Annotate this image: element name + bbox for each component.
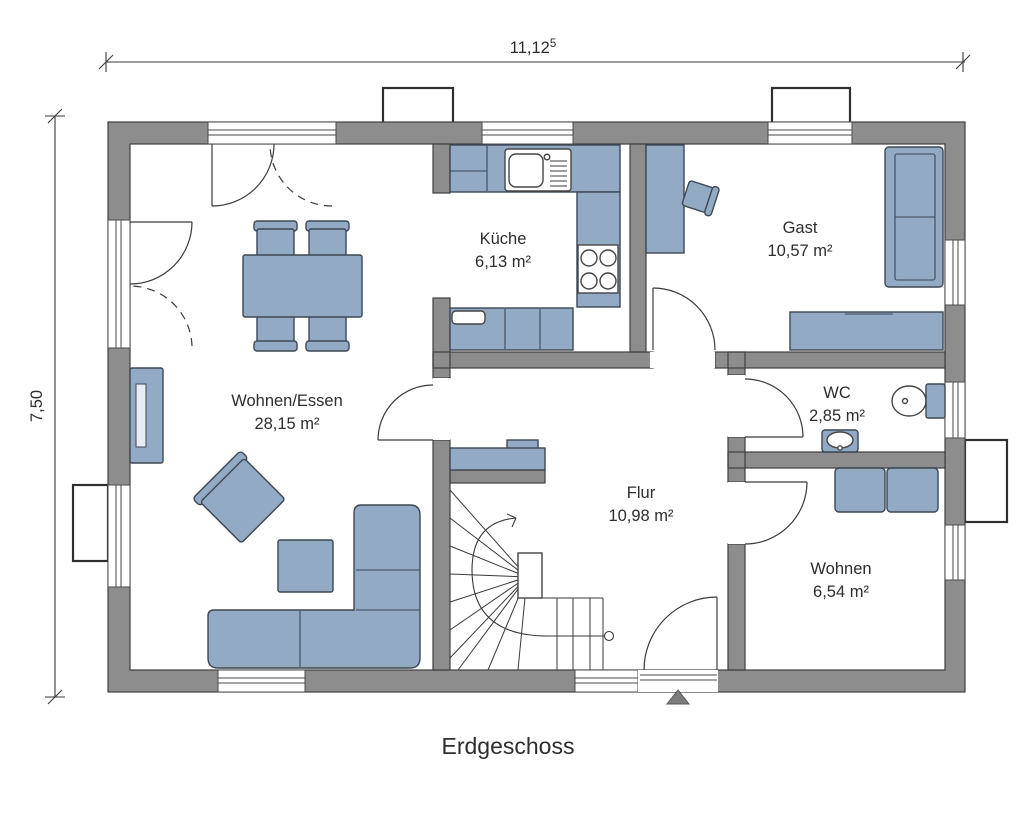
- guest-sideboard: [789, 311, 944, 351]
- coffee-table: [277, 539, 334, 593]
- hall-sideboard: [449, 439, 546, 471]
- room-area-wc: 2,85 m²: [809, 407, 865, 425]
- window-guest-right: [944, 239, 966, 306]
- chimney-bump-right: [963, 438, 1009, 524]
- room-name-kueche: Küche: [480, 230, 527, 248]
- dimension-width-label: 11,125: [510, 38, 556, 57]
- kitchen-sink: [504, 148, 572, 192]
- floor-title: Erdgeschoss: [442, 733, 575, 759]
- dining-table: [242, 254, 363, 318]
- desk: [645, 144, 685, 254]
- tv-board: [129, 367, 164, 464]
- window-hall-bottom: [574, 669, 639, 693]
- left-double-door-swing: [129, 221, 193, 347]
- toilet: [891, 383, 946, 419]
- guest-bed: [884, 146, 944, 288]
- room-name-gast: Gast: [783, 219, 818, 237]
- guest-room-furniture: [645, 144, 944, 351]
- terrace-double-door-swing: [211, 143, 333, 207]
- room-area-kueche: 6,13 m²: [475, 253, 531, 271]
- guest-room-door-swing: [652, 287, 716, 351]
- seat-cushions: [834, 467, 939, 513]
- wohnen-door-swing: [744, 481, 808, 545]
- windows: [107, 121, 966, 693]
- dimension-height-label: 7,50: [28, 390, 46, 422]
- dining-set: [242, 220, 363, 352]
- stove: [577, 244, 619, 294]
- wc-sink: [821, 429, 859, 453]
- armchair: [193, 451, 285, 543]
- stair-newel: [517, 552, 543, 599]
- window-living-bottom: [217, 669, 306, 693]
- room-name-wohnen: Wohnen: [810, 560, 871, 578]
- entry-door-swing: [643, 596, 718, 671]
- chimney-bump-left: [71, 483, 110, 563]
- entrance-marker: [665, 689, 691, 705]
- door-openings: [433, 352, 745, 692]
- doors: [129, 143, 808, 705]
- window-wohnen: [944, 524, 966, 581]
- room-area-flur: 10,98 m²: [608, 507, 674, 525]
- staircase: [449, 489, 615, 671]
- wc-fixtures: [821, 383, 946, 453]
- room-area-wohnen-essen: 28,15 m²: [254, 415, 320, 433]
- desk-chair: [681, 180, 720, 217]
- room-name-wohnen-essen: Wohnen/Essen: [231, 392, 343, 410]
- dining-chair: [256, 314, 295, 344]
- dimension-top: 11,125: [98, 38, 971, 72]
- kitchen-counters: [449, 144, 621, 351]
- exterior-projections: [71, 86, 1009, 563]
- room-area-wohnen: 6,54 m²: [813, 583, 869, 601]
- dimension-left: 7,50: [28, 108, 65, 705]
- interior-walls: [432, 143, 946, 671]
- room-name-wc: WC: [823, 384, 851, 402]
- room-labels: Wohnen/Essen 28,15 m² Küche 6,13 m² Gast…: [231, 219, 871, 601]
- living-room-door-swing: [377, 384, 434, 441]
- dining-chair: [308, 314, 347, 344]
- window-living-left-lower: [107, 484, 131, 588]
- window-kitchen: [481, 121, 574, 145]
- chimney-bump-top-left: [381, 86, 455, 126]
- wc-door-swing: [744, 378, 804, 438]
- corner-sofa: [207, 504, 421, 669]
- window-wc: [944, 381, 966, 439]
- window-living-left: [107, 219, 131, 349]
- tv-screen: [135, 383, 147, 448]
- room-name-flur: Flur: [627, 484, 656, 502]
- kitchen-appliance: [451, 310, 486, 325]
- window-top-terrace: [207, 121, 337, 145]
- room-area-gast: 10,57 m²: [767, 242, 833, 260]
- window-guest-top: [767, 121, 853, 145]
- chimney-bump-top-right: [770, 86, 852, 126]
- stair-walkline: [471, 513, 615, 642]
